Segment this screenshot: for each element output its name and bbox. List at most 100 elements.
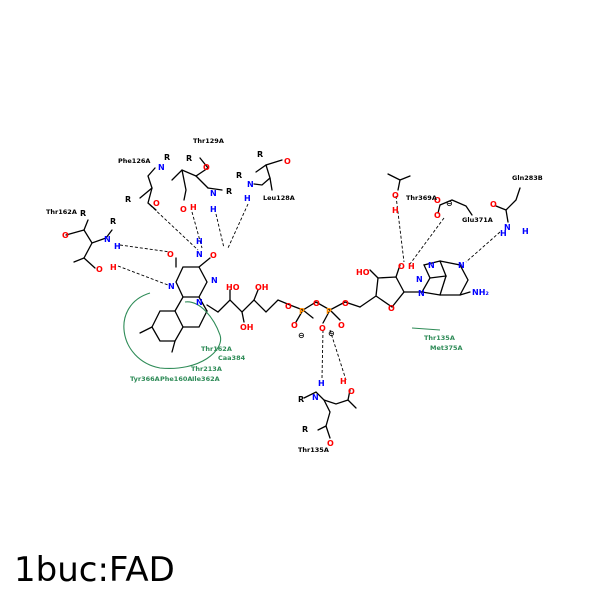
atom-op1: O: [291, 321, 298, 330]
atom-o-bridge2: O: [313, 299, 320, 308]
atom-hg-thr129: H: [190, 203, 197, 212]
atom-h-thr162: H: [114, 242, 121, 251]
atom-o-leu128: O: [284, 157, 291, 166]
atom-og-thr135: O: [348, 387, 355, 396]
residue-leu128a: [253, 159, 283, 191]
atom-o-gln283: O: [490, 200, 497, 209]
atom-r2-thr162: R: [110, 217, 116, 226]
label-thr129a: Thr129A: [193, 137, 224, 145]
atom-r-thr135: R: [298, 395, 304, 404]
atom-o-thr135: O: [327, 439, 334, 448]
label-phe126a: Phe126A: [118, 157, 150, 165]
residue-glu371a: [437, 199, 473, 216]
atom-oh-ribityl2: OH: [240, 323, 254, 332]
atom-r2-thr135: R: [302, 425, 308, 434]
atom-o4: O: [167, 250, 174, 259]
atom-n-gln283: N: [504, 223, 511, 232]
atom-n1-adenine: N: [458, 261, 465, 270]
atom-o2: O: [210, 251, 217, 260]
atom-og-thr162: O: [96, 265, 103, 274]
hydrophobic-labels: Thr162A Caa384 Thr213A Tyr366A Phe160A I…: [130, 334, 463, 383]
atom-n9: N: [418, 289, 425, 298]
hydrophobic-contacts: [123, 292, 441, 370]
atom-n3-adenine: N: [428, 261, 435, 270]
charge-1: ⊖: [298, 331, 305, 340]
label-ile362a: Ile362A: [192, 375, 220, 383]
atom-ho-ribityl1: HO: [226, 283, 240, 292]
isoalloxazine-ring: [139, 257, 471, 353]
atom-h-thr135: H: [318, 379, 325, 388]
atom-nh2: NH₂: [472, 288, 489, 297]
label-phe160a: Phe160A: [160, 375, 192, 383]
label-thr162a-hyd: Thr162A: [201, 345, 232, 353]
label-met375a: Met375A: [430, 344, 463, 352]
atom-o-thr162: O: [62, 231, 69, 240]
atom-o-ribose: O: [388, 304, 395, 313]
label-gln283b: Gln283B: [512, 174, 543, 182]
atom-r2-leu128: R: [236, 171, 242, 180]
atom-h-n3: H: [196, 237, 203, 246]
atom-oh-ribityl3: OH: [255, 283, 269, 292]
label-thr135a-hyd: Thr135A: [424, 334, 455, 342]
atom-n-thr162: N: [104, 235, 111, 244]
atom-n10: N: [196, 298, 203, 307]
diagram-title: 1buc:FAD: [14, 550, 175, 590]
atom-h-thr129: H: [210, 205, 217, 214]
atom-o-bridge1: O: [285, 302, 292, 311]
atom-oh-ribose: O: [398, 262, 405, 271]
atom-o-bridge3: O: [342, 299, 349, 308]
atom-og-thr369: O: [392, 191, 399, 200]
residue-thr129a: [171, 157, 223, 201]
atom-n3: N: [196, 250, 203, 259]
charge-2: ⊖: [328, 329, 335, 338]
atom-labels: N N N N H O O HO OH OH O P O P O O O O ⊖…: [62, 150, 529, 448]
label-thr369a: Thr369A: [406, 194, 437, 202]
residue-thr369a: [387, 173, 411, 191]
atom-n5: N: [211, 276, 218, 285]
residue-gln283b: [495, 187, 521, 223]
label-leu128a: Leu128A: [263, 194, 295, 202]
label-glu371a: Glu371A: [462, 216, 493, 224]
atom-oe1-glu371: O: [434, 196, 441, 205]
atom-hg-thr369: H: [392, 206, 399, 215]
atom-p2: P: [326, 307, 332, 316]
atom-h2-gln283: H: [500, 229, 507, 238]
residue-thr162a-top: [65, 219, 113, 269]
atom-h-gln283: H: [522, 227, 529, 236]
atom-op2: O: [338, 321, 345, 330]
residue-phe126a: [139, 167, 157, 211]
atom-r-thr162: R: [80, 209, 86, 218]
charge-glu371: ⊖: [446, 199, 453, 208]
atom-ho-ribose: HO: [356, 268, 370, 277]
hydrogen-bonds: [117, 195, 501, 381]
residue-labels: Thr162A Phe126A Thr129A Leu128A Thr369A …: [46, 137, 543, 454]
label-tyr366a: Tyr366A: [130, 375, 160, 383]
atom-op3: O: [319, 324, 326, 333]
atom-n-leu128: N: [247, 180, 254, 189]
atom-oe2-glu371: O: [434, 211, 441, 220]
atom-o-thr129: O: [203, 163, 210, 172]
atom-og-thr129: O: [180, 205, 187, 214]
residue-thr135a-bottom: [303, 389, 357, 439]
atom-r2-thr129: R: [226, 187, 232, 196]
atom-r-leu128: R: [257, 150, 263, 159]
label-thr213a: Thr213A: [191, 365, 222, 373]
atom-r-phe126: R: [125, 195, 131, 204]
atom-n-phe126: N: [158, 163, 165, 172]
atom-h-leu128: H: [244, 194, 251, 203]
label-caa384: Caa384: [218, 354, 246, 362]
label-thr135a-bottom: Thr135A: [298, 446, 329, 454]
atom-n-thr129: N: [210, 189, 217, 198]
label-thr162a-top: Thr162A: [46, 208, 77, 216]
atom-hg-thr162: H: [110, 263, 117, 272]
atom-p1: P: [299, 307, 305, 316]
atom-h-ribose: H: [408, 262, 415, 271]
atom-hg-thr135: H: [340, 377, 347, 386]
atom-r-thr129: R: [186, 154, 192, 163]
atom-n7: N: [416, 275, 423, 284]
atom-r2-phe126: R: [164, 153, 170, 162]
atom-o-phe126: O: [153, 199, 160, 208]
atom-n-ring: N: [168, 282, 175, 291]
atom-n-thr135: N: [312, 393, 319, 402]
